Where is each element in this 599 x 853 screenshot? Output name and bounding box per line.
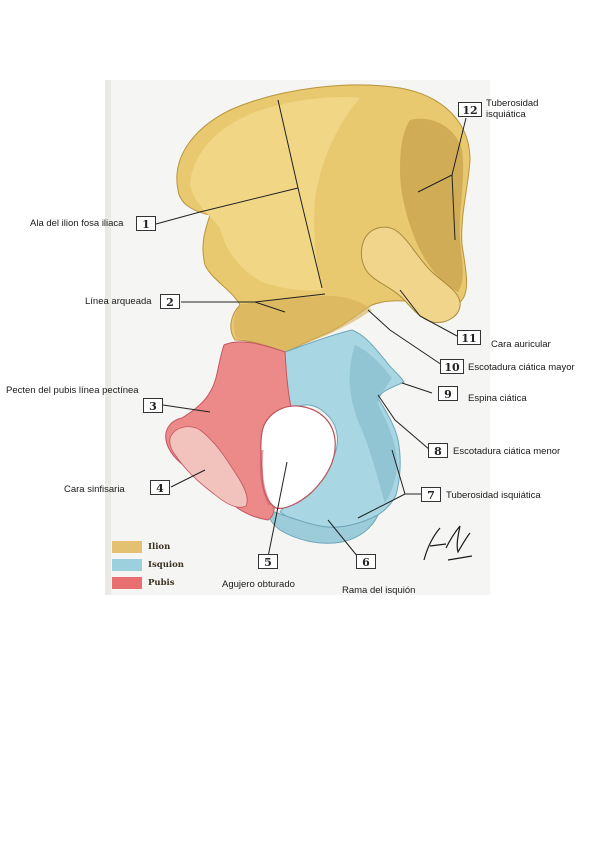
legend-label-isquion: Isquion xyxy=(148,560,184,570)
leader-line-4 xyxy=(170,469,206,488)
leader-line-8 xyxy=(377,394,431,451)
label-agujero-obturado: Agujero obturado xyxy=(222,579,295,590)
number-box-12: 12 xyxy=(458,102,482,117)
number-box-11: 11 xyxy=(457,330,481,345)
number-box-7: 7 xyxy=(421,487,441,502)
iliac-tuberosity xyxy=(400,118,464,292)
label-tuberosidad-isquiatica: Tuberosidad isquiática xyxy=(446,490,541,501)
legend-label-ilion: Ilion xyxy=(148,542,171,552)
leader-line-2 xyxy=(181,293,326,313)
legend-swatch-pubis xyxy=(112,577,142,589)
number-box-8: 8 xyxy=(428,443,448,458)
number-box-9: 9 xyxy=(438,386,458,401)
leader-line-1 xyxy=(155,99,323,289)
label-rama-isquion: Rama del isquión xyxy=(342,585,416,596)
number-box-6: 6 xyxy=(356,554,376,569)
legend-swatch-ilion xyxy=(112,541,142,553)
label-cara-sinfisaria: Cara sinfisaria xyxy=(64,484,125,495)
legend-swatch-isquion xyxy=(112,559,142,571)
symphyseal-surface xyxy=(169,426,248,508)
number-box-10: 10 xyxy=(440,359,464,374)
leader-line-6 xyxy=(327,519,359,558)
number-box-3: 3 xyxy=(143,398,163,413)
leader-line-11 xyxy=(399,289,458,337)
label-linea-arqueada: Línea arqueada xyxy=(85,296,152,307)
artist-signature xyxy=(423,525,473,561)
leader-line-3 xyxy=(162,404,211,413)
label-cara-auricular: Cara auricular xyxy=(491,339,551,350)
label-escotadura-ciatica-mayor: Escotadura ciática mayor xyxy=(468,362,575,373)
number-box-5: 5 xyxy=(258,554,278,569)
leader-line-7 xyxy=(357,449,427,519)
number-box-1: 1 xyxy=(136,216,156,231)
arcuate-area xyxy=(233,295,372,352)
leader-line-9 xyxy=(401,382,433,394)
ischial-ramus xyxy=(267,509,380,544)
label-pecten-pubis: Pecten del pubis línea pectínea xyxy=(6,385,139,396)
label-espina-ciatica: Espina ciática xyxy=(468,393,527,404)
leader-line-12 xyxy=(417,117,467,241)
leader-line-5 xyxy=(267,461,288,558)
panel-edge xyxy=(105,80,111,595)
number-box-4: 4 xyxy=(150,480,170,495)
leader-line-10 xyxy=(367,309,443,366)
foramen-rim xyxy=(259,449,272,506)
label-tuberosidad-isquiatica-top: Tuberosidad isquiática xyxy=(486,98,539,120)
legend-label-pubis: Pubis xyxy=(148,578,175,588)
number-box-2: 2 xyxy=(160,294,180,309)
label-escotadura-ciatica-menor: Escotadura ciática menor xyxy=(453,446,561,457)
label-ala-ilion: Ala del ilion fosa iliaca xyxy=(30,218,124,229)
auricular-surface xyxy=(360,226,461,323)
isquion-shade xyxy=(349,345,397,503)
